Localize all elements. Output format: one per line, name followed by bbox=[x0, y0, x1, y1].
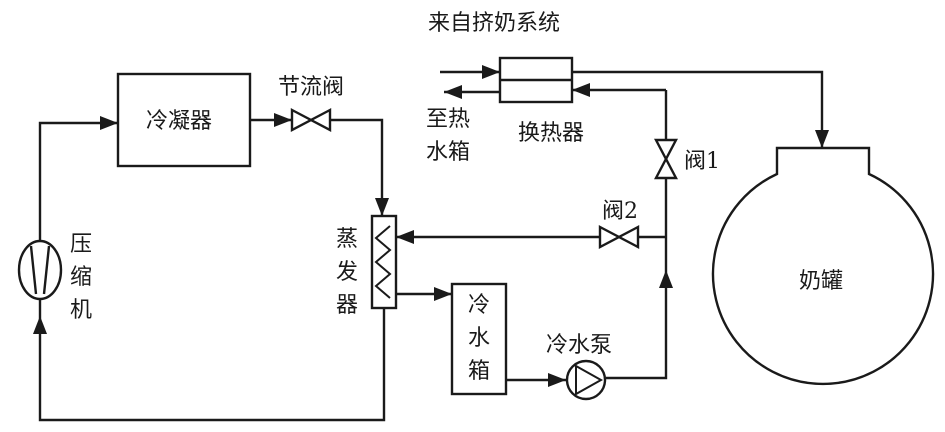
cold-water-pump-icon bbox=[565, 359, 607, 401]
arrow-into-exchanger bbox=[572, 83, 590, 97]
arrow-into-milk-tank bbox=[815, 130, 829, 148]
milk-path bbox=[440, 65, 829, 148]
label-valve1: 阀1 bbox=[684, 149, 720, 174]
milk-tank-shape bbox=[711, 146, 935, 386]
compressor-icon bbox=[17, 239, 63, 301]
valve2-icon bbox=[598, 225, 640, 249]
pipe-to-milk-tank bbox=[572, 70, 824, 148]
arrow-into-tank bbox=[434, 287, 452, 301]
label-compressor-line1: 压 bbox=[70, 232, 92, 257]
condenser-box bbox=[116, 72, 252, 168]
pipe-evaporator-to-compressor bbox=[38, 299, 386, 422]
label-cold-water-pump: 冷水泵 bbox=[546, 333, 612, 358]
arrow-milk-in bbox=[482, 65, 500, 79]
arrow-into-condenser bbox=[100, 116, 118, 130]
arrow-into-throttle bbox=[274, 113, 292, 127]
pipe-pump-to-exchanger bbox=[606, 90, 668, 380]
label-valve2: 阀2 bbox=[602, 199, 638, 224]
pipe-throttle-to-evaporator bbox=[330, 118, 384, 216]
evaporator-icon bbox=[370, 214, 398, 310]
label-compressor-line3: 机 bbox=[70, 298, 92, 323]
label-cold-water-tank-line1: 冷 bbox=[468, 293, 490, 318]
label-cold-water-tank-line2: 水 bbox=[468, 326, 490, 351]
label-cold-water-tank-line3: 箱 bbox=[468, 359, 490, 384]
arrow-into-evaporator bbox=[375, 198, 389, 216]
valve1-icon bbox=[654, 138, 678, 180]
cold-water-tank-box bbox=[450, 282, 508, 396]
label-to-hot-water-line2: 水箱 bbox=[426, 140, 470, 165]
label-milk-tank: 奶罐 bbox=[799, 269, 843, 294]
arrow-to-hot-water bbox=[444, 85, 462, 99]
label-evaporator-line3: 器 bbox=[336, 293, 358, 318]
label-to-hot-water-line1: 至热 bbox=[426, 107, 470, 132]
arrow-into-evaporator-return bbox=[396, 230, 414, 244]
heat-exchanger-icon bbox=[498, 56, 574, 104]
label-compressor-line2: 缩 bbox=[70, 265, 92, 290]
label-condenser: 冷凝器 bbox=[146, 109, 212, 134]
label-evaporator-line2: 发 bbox=[336, 260, 358, 285]
arrow-into-pump bbox=[548, 373, 566, 387]
label-throttle-valve: 节流阀 bbox=[278, 75, 344, 100]
arrow-into-compressor bbox=[33, 316, 47, 334]
arrow-riser-up bbox=[659, 270, 673, 288]
pipe-compressor-to-condenser bbox=[38, 121, 118, 242]
label-evaporator-line1: 蒸 bbox=[336, 227, 358, 252]
label-from-milking: 来自挤奶系统 bbox=[428, 11, 560, 36]
throttle-valve-icon bbox=[290, 108, 332, 132]
refrigerant-loop bbox=[33, 113, 389, 422]
label-heat-exchanger: 换热器 bbox=[518, 121, 584, 146]
